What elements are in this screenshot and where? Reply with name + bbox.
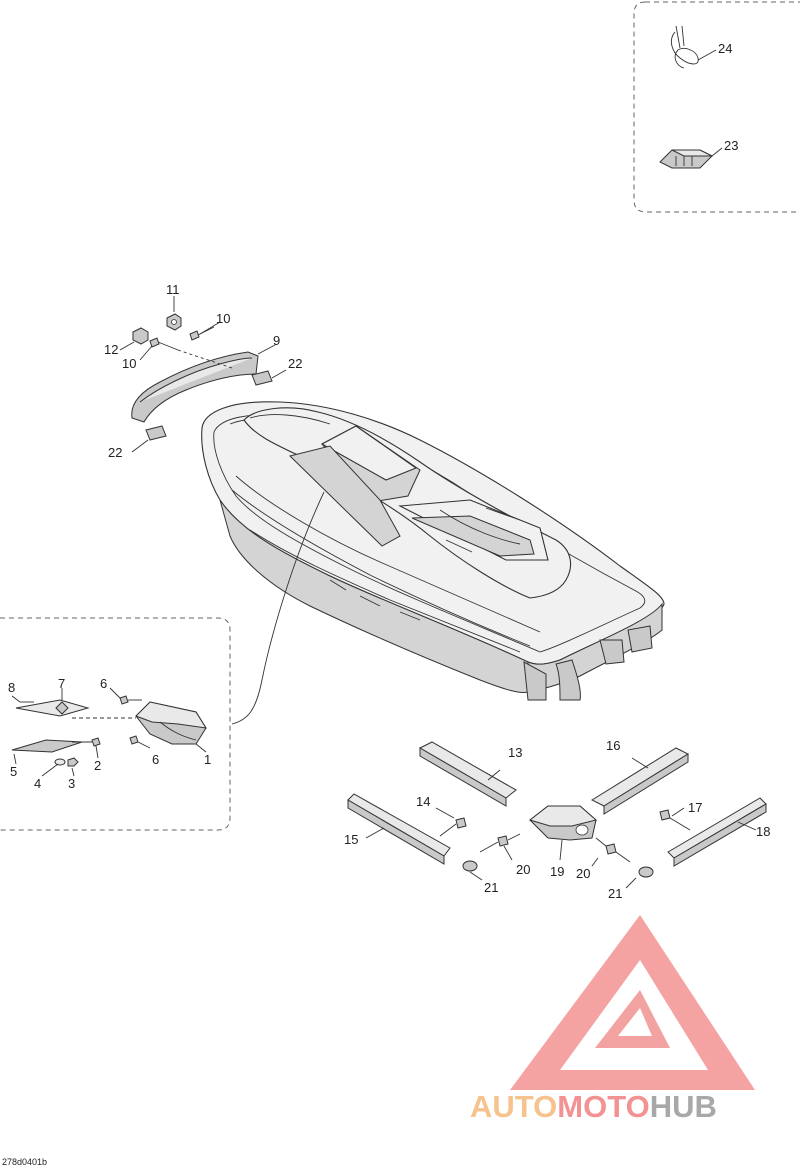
callout-21b: 21 bbox=[608, 886, 622, 901]
callout-18: 18 bbox=[756, 824, 770, 839]
callout-7: 7 bbox=[58, 676, 65, 691]
part-6-screw-lower bbox=[129, 735, 151, 749]
part-4-washer bbox=[41, 758, 66, 777]
callout-1: 1 bbox=[204, 752, 211, 767]
part-20-screw-left bbox=[479, 833, 521, 861]
callout-13: 13 bbox=[508, 745, 522, 760]
hull-body bbox=[201, 401, 665, 701]
callout-17: 17 bbox=[688, 800, 702, 815]
watermark-hub: HUB bbox=[650, 1089, 717, 1124]
part-3-nut bbox=[67, 757, 79, 777]
callout-14: 14 bbox=[416, 794, 430, 809]
part-12-nut bbox=[119, 327, 149, 351]
callout-9: 9 bbox=[273, 333, 280, 348]
part-23-connector bbox=[659, 147, 723, 169]
part-9-grab-handle bbox=[131, 344, 276, 423]
part-14-rivet bbox=[435, 807, 467, 837]
part-21-cap-right bbox=[625, 866, 654, 889]
callout-10b: 10 bbox=[122, 356, 136, 371]
part-22-label-left bbox=[131, 425, 167, 453]
callout-21a: 21 bbox=[484, 880, 498, 895]
part-1-cover bbox=[135, 701, 207, 753]
callout-11: 11 bbox=[166, 282, 180, 297]
detail-box-top-right bbox=[633, 1, 800, 213]
part-24-safety-lanyard bbox=[670, 25, 717, 69]
hull-leader-line bbox=[231, 491, 325, 725]
part-22-label-right bbox=[251, 369, 287, 386]
callout-3: 3 bbox=[68, 776, 75, 791]
callout-10a: 10 bbox=[216, 311, 230, 326]
callout-19: 19 bbox=[550, 864, 564, 879]
callout-15: 15 bbox=[344, 832, 358, 847]
part-21-cap-left bbox=[462, 860, 483, 881]
part-19-corner-cap bbox=[528, 805, 598, 861]
callout-23: 23 bbox=[724, 138, 738, 153]
part-18-rail-strip-right bbox=[667, 797, 767, 867]
callout-22a: 22 bbox=[288, 356, 302, 371]
part-2-screw bbox=[72, 737, 101, 759]
callout-20a: 20 bbox=[516, 862, 530, 877]
callout-24: 24 bbox=[718, 41, 732, 56]
part-11-nut bbox=[166, 296, 182, 331]
part-10-screw-lower bbox=[139, 337, 233, 369]
callout-16: 16 bbox=[606, 738, 620, 753]
part-13-rub-rail-front bbox=[418, 741, 517, 807]
callout-2: 2 bbox=[94, 758, 101, 773]
callout-6b: 6 bbox=[152, 752, 159, 767]
part-15-rail-strip-left bbox=[347, 793, 451, 865]
watermark-auto: AUTO bbox=[470, 1089, 557, 1124]
part-10-screw-upper bbox=[189, 321, 221, 341]
callout-4: 4 bbox=[34, 776, 41, 791]
part-6-screw-upper bbox=[109, 687, 142, 705]
part-20-screw-right bbox=[591, 837, 631, 867]
callout-20b: 20 bbox=[576, 866, 590, 881]
part-7-decal bbox=[15, 688, 90, 717]
part-8-screw bbox=[11, 695, 34, 703]
callout-6a: 6 bbox=[100, 676, 107, 691]
callout-12: 12 bbox=[104, 342, 118, 357]
callout-8: 8 bbox=[8, 680, 15, 695]
part-17-rivet bbox=[659, 807, 691, 831]
drawing-code: 278d0401b bbox=[2, 1157, 47, 1167]
callout-5: 5 bbox=[10, 764, 17, 779]
part-16-rub-rail-rear bbox=[590, 747, 690, 815]
watermark-moto: MOTO bbox=[557, 1089, 649, 1124]
watermark-text: AUTOMOTOHUB bbox=[470, 1089, 717, 1124]
callout-22b: 22 bbox=[108, 445, 122, 460]
watermark-logo: AUTOMOTOHUB bbox=[470, 915, 755, 1124]
